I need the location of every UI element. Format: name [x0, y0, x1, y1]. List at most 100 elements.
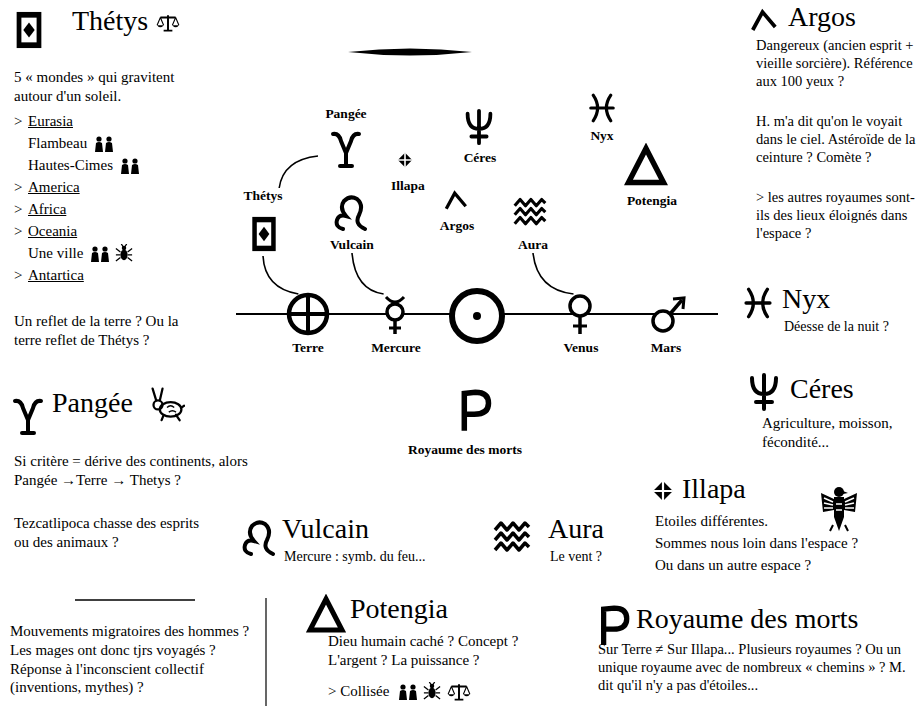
orbit-link	[263, 256, 298, 294]
rabbit-figure	[149, 386, 185, 422]
note-text: Sur Terre ≠ Sur Illapa... Plusieurs roya…	[598, 640, 920, 694]
ceres-symbol	[752, 375, 776, 409]
venus-symbol	[570, 296, 590, 334]
pangee-symbol	[15, 401, 41, 433]
sun-symbol	[452, 291, 502, 341]
illapa-symbol	[653, 481, 673, 501]
world-node: Aura	[506, 193, 560, 253]
potengia-symbol	[310, 599, 342, 630]
people-icon	[119, 158, 141, 174]
aura-symbol	[495, 523, 529, 550]
bug-icon	[115, 244, 133, 262]
note-text: > les autres royaumes sont-ils des lieux…	[756, 188, 920, 242]
section-heading: Vulcain	[282, 512, 369, 546]
world-label: Thétys	[243, 188, 282, 204]
world-label: Mercure	[371, 340, 421, 356]
potengia-symbol	[628, 149, 663, 183]
world-label: Pangée	[325, 106, 366, 122]
section-heading: Aura	[548, 512, 604, 546]
note-text: Eurasia	[28, 112, 73, 131]
world-node: Vulcain	[320, 191, 384, 253]
illapa-symbol	[398, 153, 412, 167]
note-text: Antartica	[28, 266, 84, 285]
world-label: Mars	[651, 340, 682, 356]
world-node: Mars	[644, 294, 688, 356]
note-text: Flambeau	[28, 134, 87, 153]
world-node: Illapa	[382, 150, 434, 194]
section-heading: Royaume des morts	[636, 602, 858, 636]
world-label: Céres	[464, 150, 497, 166]
section-heading: Illapa	[682, 472, 746, 506]
section-heading: Argos	[788, 0, 856, 34]
orbit-link	[606, 313, 644, 315]
nyx-symbol	[591, 95, 613, 121]
section-heading: Nyx	[782, 282, 830, 316]
world-node: Céres	[455, 108, 505, 166]
argos-symbol	[753, 12, 776, 30]
people-icon	[89, 246, 111, 262]
world-node: Potengia	[614, 141, 690, 209]
world-node: Mercure	[365, 294, 427, 356]
orbit-link	[533, 253, 574, 294]
note-text: Ou dans un autre espace ?	[655, 556, 811, 575]
royaume-symbol	[464, 392, 488, 431]
world-node: Venus	[556, 294, 606, 356]
vulcain-symbol	[337, 197, 365, 229]
note-text: Etoiles différentes.	[655, 512, 768, 531]
world-node: Pangée	[318, 106, 374, 172]
ornament	[348, 49, 472, 56]
royaume-symbol	[604, 608, 627, 645]
bug-icon	[423, 682, 441, 700]
note-text: Déesse de la nuit ?	[784, 318, 889, 336]
aura-symbol	[515, 200, 546, 224]
people-icon	[93, 136, 115, 152]
note-text: Le vent ?	[550, 548, 602, 566]
note-text: H. m'a dit qu'on le voyait dans le ciel.…	[756, 112, 920, 166]
nyx-symbol	[746, 289, 770, 316]
section-heading: Potengia	[350, 592, 448, 626]
world-label: Nyx	[590, 128, 613, 144]
section-heading: Thétys	[72, 4, 148, 38]
world-label: Aura	[518, 237, 548, 253]
world-node: Argos	[432, 188, 482, 234]
note-text: Hautes-Cimes	[28, 156, 113, 175]
mercury-symbol	[386, 297, 404, 334]
note-text: 5 « mondes » qui gravitent autour d'un s…	[14, 68, 209, 106]
scales-icon	[447, 683, 471, 701]
world-label: Vulcain	[330, 237, 374, 253]
eagle-figure	[821, 487, 857, 531]
note-text: Sommes nous loin dans l'espace ?	[655, 534, 858, 553]
note-text: Mercure : symb. du feu...	[284, 548, 426, 566]
earth-symbol	[289, 295, 327, 333]
note-text: Tezcatlipoca chasse des esprits ou des a…	[14, 514, 214, 552]
section-heading: Céres	[790, 372, 854, 406]
world-label: Terre	[292, 340, 324, 356]
world-node: Nyx	[580, 90, 624, 144]
world-node: Thétys	[236, 188, 290, 256]
note-text: Oceania	[28, 222, 77, 241]
world-label: Potengia	[627, 193, 677, 209]
world-label: Argos	[440, 218, 475, 234]
section-heading: Pangée	[52, 386, 133, 420]
note-text: >	[14, 112, 22, 131]
ceres-symbol	[468, 111, 491, 143]
note-text: Agriculture, moisson, fécondité...	[762, 414, 917, 452]
note-text: >	[14, 178, 22, 197]
pangee-symbol	[333, 134, 359, 166]
world-node: Royaume des morts	[390, 386, 540, 458]
note-text: Dangereux (ancien esprit + vieille sorci…	[756, 36, 920, 90]
note-text: >	[14, 222, 22, 241]
note-text: Mouvements migratoires des hommes ? Les …	[10, 622, 258, 697]
separator-line	[75, 599, 195, 601]
note-text: Africa	[28, 200, 66, 219]
separator-line	[265, 598, 266, 706]
scales-icon	[156, 14, 180, 32]
thetys-symbol	[252, 217, 275, 251]
orbit-link	[279, 156, 318, 188]
note-text: > Collisée	[328, 682, 389, 701]
world-label: Venus	[564, 340, 599, 356]
thetys-symbol	[17, 12, 42, 48]
people-icon	[397, 684, 419, 700]
note-text: America	[28, 178, 80, 197]
